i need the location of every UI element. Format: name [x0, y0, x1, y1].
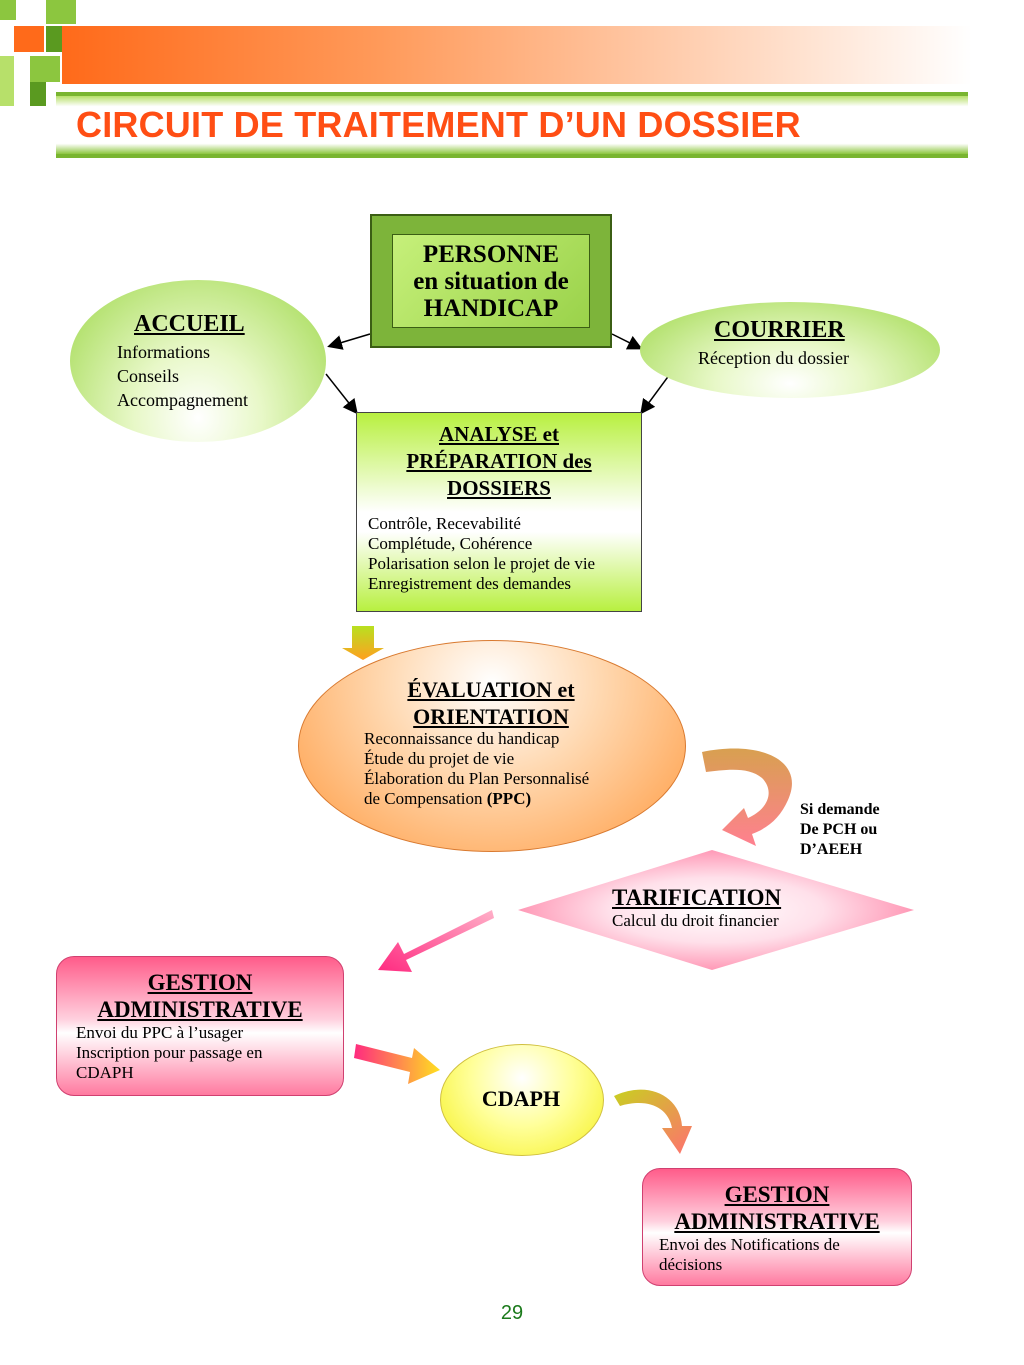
evaluation-line: Étude du projet de vie — [364, 749, 515, 768]
arrow-personne-courrier — [611, 333, 643, 350]
gestion2-title-line: GESTION — [724, 1182, 830, 1207]
si-demande-note: Si demande De PCH ou D’AEEH — [800, 800, 880, 860]
evaluation-text: Reconnaissance du handicap Étude du proj… — [364, 729, 589, 809]
evaluation-ppc: (PPC) — [486, 789, 532, 808]
si-demande-line: De PCH ou — [800, 821, 878, 838]
gestion1-title-line: GESTION — [147, 970, 253, 995]
deco-square — [46, 0, 76, 24]
gestion1-text: Envoi du PPC à l’usager Inscription pour… — [76, 1023, 262, 1083]
gestion-administrative-box-1: GESTION ADMINISTRATIVE Envoi du PPC à l’… — [56, 956, 344, 1096]
arrow-evaluation-tarification — [702, 748, 792, 846]
personne-line: en situation de — [413, 267, 569, 295]
title-banner — [56, 92, 968, 158]
page-title: CIRCUIT DE TRAITEMENT D’UN DOSSIER — [76, 104, 801, 145]
analyse-title-line: ANALYSE et — [439, 422, 559, 446]
accueil-line: Informations — [117, 342, 210, 362]
arrow-personne-accueil — [327, 333, 371, 350]
tarification-diamond — [518, 850, 914, 970]
arrow-accueil-analyse — [325, 373, 358, 415]
analyse-title: ANALYSE et PRÉPARATION des DOSSIERS — [357, 421, 641, 502]
personne-line: PERSONNE — [422, 240, 560, 268]
evaluation-line: Élaboration du Plan Personnalisé — [364, 769, 590, 788]
tarification-line: Calcul du droit financier — [612, 911, 779, 930]
evaluation-line: de Compensation (PPC) — [364, 789, 589, 809]
evaluation-title: ÉVALUATION et ORIENTATION — [298, 676, 684, 730]
courrier-line: Réception du dossier — [698, 348, 849, 368]
cdaph-title: CDAPH — [481, 1086, 561, 1111]
analyse-text: Contrôle, Recevabilité Complétude, Cohér… — [368, 514, 595, 594]
analyse-box: ANALYSE et PRÉPARATION des DOSSIERS Cont… — [356, 412, 642, 612]
deco-square — [0, 0, 16, 20]
gestion1-line: Envoi du PPC à l’usager — [76, 1023, 244, 1042]
gestion1-title-line: ADMINISTRATIVE — [97, 997, 303, 1022]
gestion1-line: CDAPH — [76, 1063, 134, 1082]
deco-square — [30, 82, 46, 106]
personne-box: PERSONNE en situation de HANDICAP — [370, 214, 612, 348]
gestion2-title-line: ADMINISTRATIVE — [674, 1209, 880, 1234]
si-demande-line: D’AEEH — [800, 841, 863, 858]
evaluation-title-line: ÉVALUATION et — [407, 677, 575, 702]
analyse-title-line: PRÉPARATION des — [406, 449, 592, 473]
evaluation-title-line: ORIENTATION — [413, 704, 569, 729]
analyse-line: Polarisation selon le projet de vie — [368, 554, 596, 573]
analyse-title-line: DOSSIERS — [447, 476, 551, 500]
gestion1-title: GESTION ADMINISTRATIVE — [57, 969, 343, 1023]
evaluation-ellipse — [298, 640, 686, 852]
tarification-title: TARIFICATION — [612, 885, 782, 910]
gestion2-text: Envoi des Notifications de décisions — [659, 1235, 840, 1275]
personne-line: HANDICAP — [423, 294, 559, 322]
gestion-administrative-box-2: GESTION ADMINISTRATIVE Envoi des Notific… — [642, 1168, 912, 1286]
arrow-tarification-gestion — [378, 910, 494, 972]
analyse-line: Enregistrement des demandes — [368, 574, 571, 593]
evaluation-line-prefix: de Compensation — [364, 789, 487, 808]
si-demande-line: Si demande — [800, 801, 880, 818]
evaluation-line: Reconnaissance du handicap — [364, 729, 560, 748]
deco-square — [14, 26, 44, 52]
accueil-ellipse — [70, 280, 326, 442]
orange-header-bar — [62, 26, 972, 84]
cdaph-ellipse — [440, 1044, 604, 1156]
gestion2-line: décisions — [659, 1255, 723, 1274]
gestion2-line: Envoi des Notifications de — [659, 1235, 840, 1254]
accueil-title: ACCUEIL — [134, 311, 245, 337]
accueil-line: Conseils — [117, 366, 180, 386]
analyse-line: Complétude, Cohérence — [368, 534, 533, 553]
arrow-analyse-evaluation — [342, 626, 384, 660]
accueil-text: Informations Conseils Accompagnement — [117, 340, 248, 412]
analyse-line: Contrôle, Recevabilité — [368, 514, 521, 533]
arrow-courrier-analyse — [640, 373, 671, 415]
gestion1-line: Inscription pour passage en — [76, 1043, 263, 1062]
accueil-line: Accompagnement — [117, 390, 248, 410]
deco-square — [30, 56, 60, 82]
courrier-title: COURRIER — [714, 317, 845, 343]
arrow-gestion-cdaph — [354, 1044, 440, 1084]
courrier-ellipse — [640, 302, 940, 398]
arrow-cdaph-gestion2 — [614, 1089, 692, 1154]
deco-square — [0, 56, 14, 106]
gestion2-title: GESTION ADMINISTRATIVE — [643, 1181, 911, 1235]
page-number: 29 — [500, 1302, 524, 1324]
